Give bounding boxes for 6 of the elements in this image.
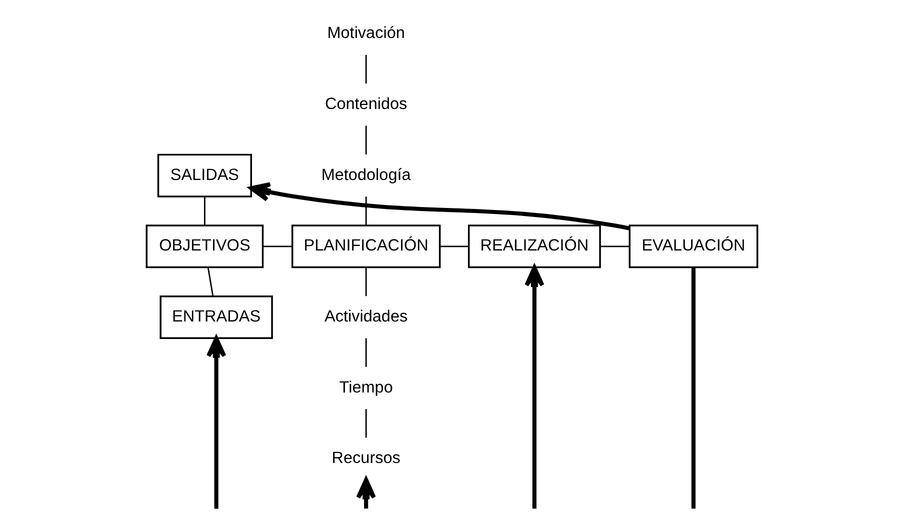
node-text: Tiempo [339,378,393,396]
node-text: Actividades [324,308,408,326]
node-text: Metodología [321,166,411,184]
node-text: Recursos [332,449,400,468]
node-text: Motivación [327,24,405,42]
node-text: Contenidos [324,95,408,114]
